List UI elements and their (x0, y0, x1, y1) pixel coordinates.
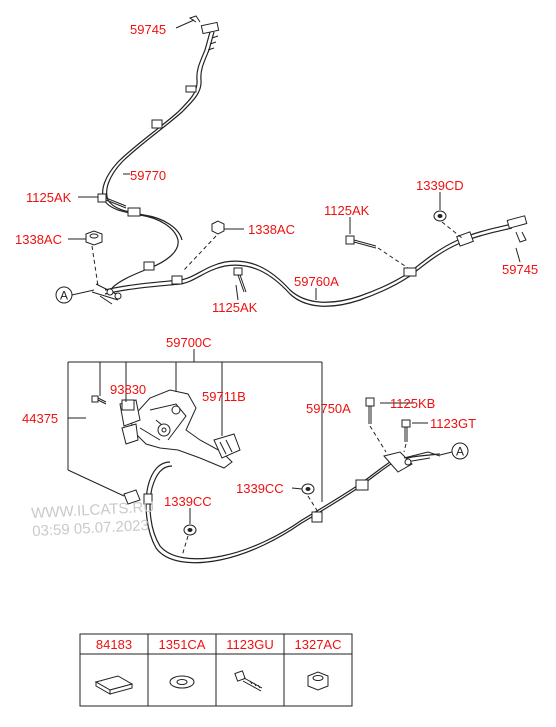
callout-1338AC-mid: 1338AC (248, 222, 295, 237)
callout-59750A: 59750A (306, 401, 351, 416)
table-header-84183: 84183 (96, 637, 132, 652)
cable-clip (355, 479, 369, 491)
callout-93830: 93830 (110, 382, 146, 397)
nut-icon (307, 671, 329, 691)
cable-clip (311, 511, 323, 523)
callout-44375: 44375 (22, 411, 58, 426)
cable-end-fitting (506, 215, 528, 229)
cable-clip (143, 493, 153, 505)
cable-clip (171, 275, 183, 285)
leader-lines-upper (68, 19, 521, 301)
grommet-1339CC-left (183, 524, 197, 536)
callout-1125AK-right: 1125AK (324, 203, 370, 218)
table-header-1123GU: 1123GU (226, 637, 273, 652)
svg-text:A: A (456, 445, 464, 459)
washer-icon (169, 675, 195, 689)
callout-1125KB: 1125KB (390, 396, 435, 411)
pad-icon (94, 675, 134, 695)
leader-lines-lower (67, 349, 428, 524)
svg-text:03:59 05.07.2023: 03:59 05.07.2023 (32, 517, 150, 540)
grommet-1339CD (433, 210, 447, 222)
lever-grip (213, 433, 241, 459)
rear-cable-left (102, 31, 211, 289)
callout-59700C: 59700C (166, 335, 212, 350)
callout-1125AK-mid: 1125AK (212, 300, 258, 315)
front-cable-assembly (143, 397, 441, 564)
nut-1338AC-left (85, 230, 103, 246)
rear-cable-assembly (85, 15, 528, 307)
callout-labels: 59745 59770 1125AK 1338AC 1338AC 1125AK … (15, 22, 538, 509)
bolt-icon (234, 670, 263, 692)
cable-clip (185, 85, 197, 93)
lever-clip (123, 489, 141, 505)
svg-text:WWW.ILCATS.RU: WWW.ILCATS.RU (31, 499, 155, 522)
watermark: WWW.ILCATS.RU 03:59 05.07.2023 (31, 499, 155, 540)
callout-59745-right: 59745 (502, 262, 538, 277)
callout-59770: 59770 (130, 168, 166, 183)
cable-bracket (456, 231, 474, 247)
cable-clip (127, 207, 141, 217)
parts-table: 84183 1351CA 1123GU 1327AC (79, 633, 353, 707)
cable-end-fitting (200, 21, 220, 35)
callout-1125AK-left: 1125AK (26, 190, 72, 205)
reference-marker-a-bottom: A (439, 442, 469, 460)
grommet-1339CC-mid (301, 483, 315, 495)
bolt-1125AK-mid (233, 267, 247, 293)
bolt-1125AK-right (345, 235, 377, 249)
cable-clip (403, 267, 417, 277)
callout-59711B: 59711B (202, 389, 246, 404)
nut-1338AC-mid (211, 220, 225, 235)
svg-text:A: A (60, 289, 68, 303)
bolt-1125KB (365, 397, 375, 424)
bolt-1123GT (401, 419, 411, 442)
rear-cable-right (104, 223, 513, 303)
lever-assembly (91, 389, 241, 505)
table-header-1351CA: 1351CA (159, 637, 206, 652)
table-header-1327AC: 1327AC (295, 637, 342, 652)
reference-marker-a-top: A (55, 286, 95, 304)
cable-clip (143, 261, 155, 271)
callout-59760A: 59760A (294, 274, 339, 289)
equalizer-bracket-front (383, 451, 413, 473)
bolt-1125AK-left (97, 193, 127, 209)
cable-clip (151, 119, 163, 129)
brake-switch (121, 399, 135, 411)
callout-1339CD: 1339CD (416, 178, 464, 193)
callout-59745-top: 59745 (130, 22, 166, 37)
callout-1339CC-left: 1339CC (164, 494, 212, 509)
callout-1339CC-mid: 1339CC (236, 481, 284, 496)
parking-brake-lever (129, 389, 233, 469)
callout-1338AC-left: 1338AC (15, 232, 62, 247)
callout-1123GT: 1123GT (430, 416, 476, 431)
switch-bolt (91, 395, 107, 405)
